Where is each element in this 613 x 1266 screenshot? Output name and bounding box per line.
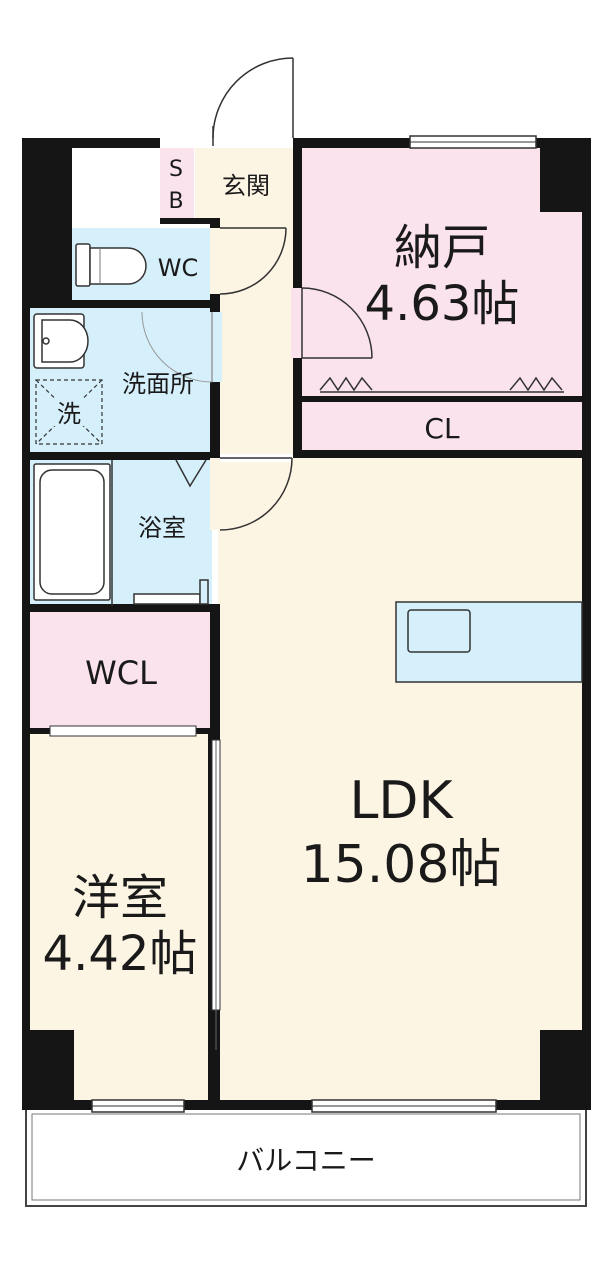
sb-label-line1: S [169, 157, 183, 182]
nando-floor [302, 148, 584, 398]
door-swings [141, 227, 373, 531]
senmenjo-label: 洗面所 [122, 370, 194, 398]
balcony-label: バルコニー [236, 1144, 375, 1177]
entrance-door [212, 57, 294, 146]
sb-label-line2: B [168, 189, 183, 214]
cl-folding-doors [319, 376, 564, 393]
balcony [25, 1107, 587, 1207]
yoshitsu-size: 4.42帖 [43, 926, 198, 982]
windows [91, 135, 537, 1113]
nando-size: 4.63帖 [365, 276, 520, 332]
wc-label: WC [158, 254, 199, 282]
cl-floor [302, 400, 584, 452]
sb-floor [160, 148, 194, 218]
ldk-floor [218, 456, 584, 1108]
bathtub-fixture [33, 459, 209, 606]
yoshitsu-name: 洋室 [72, 870, 168, 926]
ldk-name: LDK [349, 771, 454, 831]
kitchen-counter [395, 601, 583, 683]
yokushitsu-label: 浴室 [138, 514, 186, 542]
wcl-floor [30, 612, 212, 730]
sentaku-label: 洗 [57, 400, 81, 428]
sliding-door-youshitsu [211, 739, 221, 1050]
cl-label: CL [424, 412, 460, 445]
genkan-floor [195, 148, 295, 218]
washbasin-fixture [33, 313, 89, 369]
nando-name: 納戸 [394, 220, 490, 276]
genkan-label: 玄関 [222, 172, 270, 200]
room-labels: S B 玄関 WC 洗面所 洗 浴室 WCL 納戸 4.63帖 CL LDK 1… [43, 157, 520, 1177]
toilet-fixture [75, 243, 147, 287]
wcl-label: WCL [85, 654, 157, 692]
room-floors [30, 148, 584, 1108]
ldk-size: 15.08帖 [301, 835, 502, 895]
wcl-opening [49, 725, 197, 737]
washer-label-bg [54, 398, 84, 426]
